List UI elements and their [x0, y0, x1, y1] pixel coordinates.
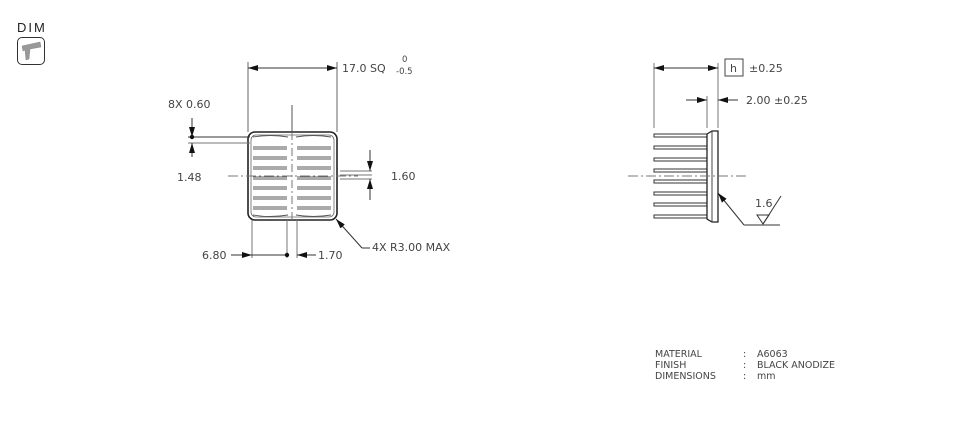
dim-badge[interactable]: DIM: [17, 20, 59, 65]
overall-tol-upper: 0: [402, 55, 407, 65]
fin-pitch-dim: 1.48: [177, 171, 202, 184]
front-view: [188, 62, 373, 258]
overall-tol-lower: -0.5: [396, 67, 413, 77]
height-symbol-box: [724, 58, 744, 77]
fin-gap-dim: 1.60: [391, 170, 416, 183]
fin-thickness-dim: 8X 0.60: [168, 98, 211, 111]
corner-radius-dim: 4X R3.00 MAX: [372, 241, 451, 254]
left-offset-dim: 6.80: [202, 249, 227, 262]
note-material: MATERIAL : A6063: [655, 349, 788, 360]
height-symbol: h: [730, 62, 737, 75]
height-tolerance: ±0.25: [749, 62, 783, 75]
drawing-notes: MATERIAL : A6063 FINISH : BLACK ANODIZE …: [655, 349, 835, 382]
note-finish: FINISH : BLACK ANODIZE: [655, 360, 835, 371]
base-thickness-dim: 2.00 ±0.25: [746, 94, 808, 107]
overall-size-dim: 17.0 SQ: [342, 62, 386, 75]
surface-roughness: 1.6: [755, 197, 773, 210]
slot-width-dim: 1.70: [318, 249, 343, 262]
note-dimensions: DIMENSIONS : mm: [655, 371, 776, 382]
caliper-icon[interactable]: [17, 37, 45, 65]
dim-label: DIM: [17, 20, 47, 35]
side-view: [628, 63, 782, 226]
